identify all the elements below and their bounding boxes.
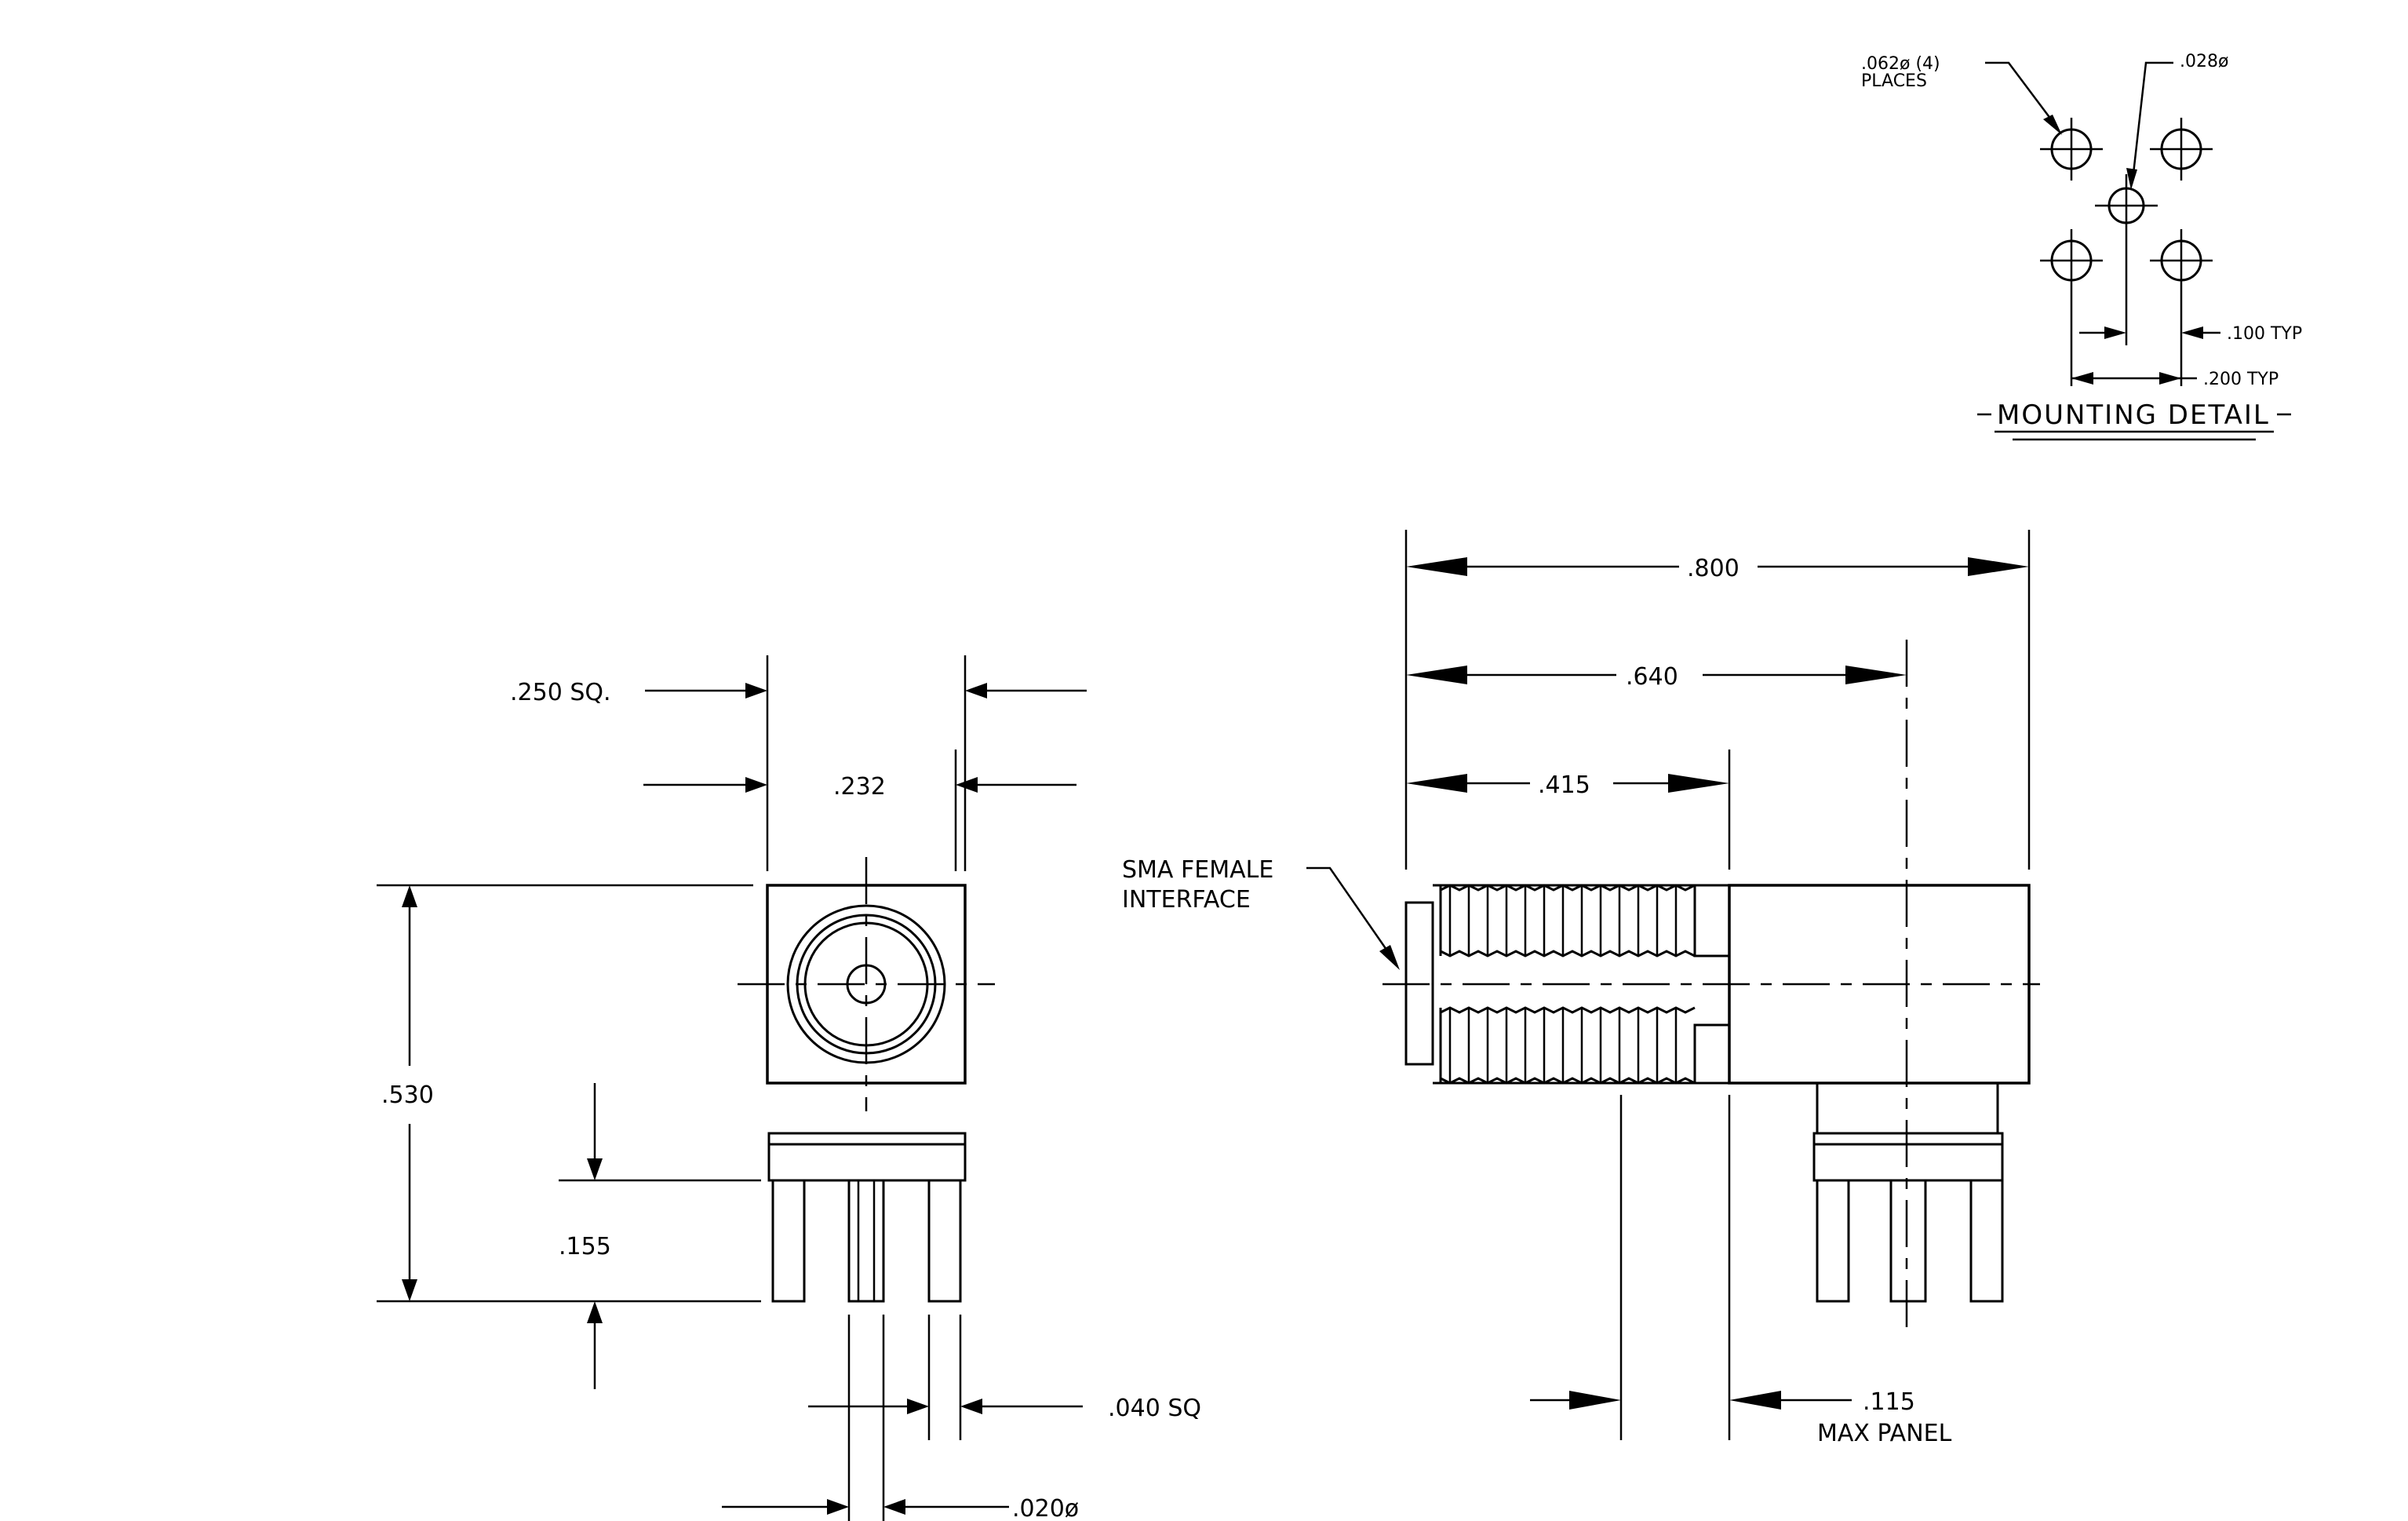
length-800-label: .800 — [1687, 555, 1740, 582]
mounting-hole-bottom-left — [2040, 229, 2103, 386]
panel-115-label: .115 — [1863, 1388, 1915, 1416]
hole-callout: .062ø (4) — [1861, 54, 1940, 74]
mounting-hole-top-right — [2150, 118, 2213, 181]
mounting-detail: .062ø (4) PLACES .028ø .100 TYP .200 TYP… — [1861, 52, 2302, 441]
height-530-label: .530 — [381, 1081, 434, 1109]
width-232-label: .232 — [833, 773, 886, 801]
pin-diameter-label: .020ø — [1012, 1495, 1079, 1521]
center-hole-callout: .028ø — [2180, 52, 2228, 71]
mounting-hole-bottom-right — [2150, 229, 2213, 386]
spacing-200-label: .200 TYP — [2203, 370, 2279, 389]
pin-square-label: .040 SQ — [1108, 1395, 1201, 1422]
interface-label-line2: INTERFACE — [1122, 886, 1251, 914]
length-640-label: .640 — [1626, 663, 1678, 691]
max-panel-label: MAX PANEL — [1817, 1420, 1952, 1447]
front-view: .250 SQ. .232 .530 .155 .040 SQ .020ø — [377, 655, 1201, 1521]
length-415-label: .415 — [1538, 771, 1590, 799]
hole-callout-places: PLACES — [1861, 71, 1927, 91]
interface-label-line1: SMA FEMALE — [1122, 856, 1273, 884]
mounting-detail-title: MOUNTING DETAIL — [1997, 399, 2270, 431]
mounting-hole-top-left — [2040, 118, 2103, 181]
mounting-hole-center — [2095, 174, 2158, 345]
height-155-label: .155 — [559, 1233, 611, 1260]
spacing-100-label: .100 TYP — [2227, 324, 2302, 344]
width-250-label: .250 SQ. — [510, 679, 611, 706]
side-view: .800 .640 .415 SMA FEMALE INTERFACE .115… — [1122, 530, 2040, 1447]
